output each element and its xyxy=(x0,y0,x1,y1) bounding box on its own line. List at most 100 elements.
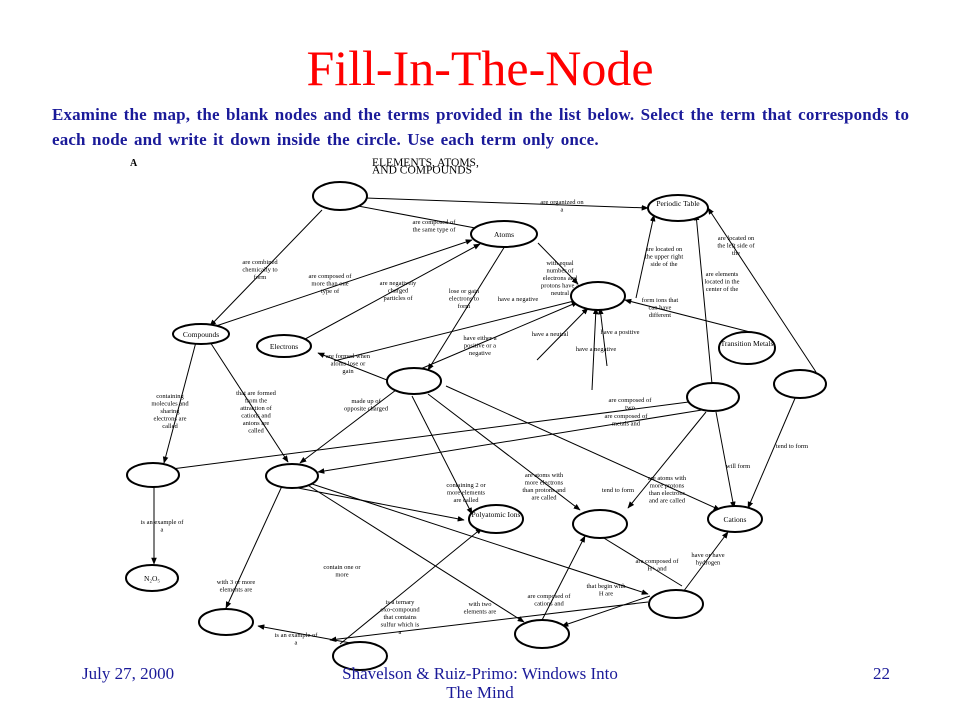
edge xyxy=(427,245,506,371)
link-label-line: are composed of xyxy=(413,219,457,226)
blank-node-bottom-mid[interactable] xyxy=(514,619,570,649)
edge xyxy=(329,601,649,643)
link-label-line: form ions that xyxy=(642,297,679,304)
link-label-line: called xyxy=(248,428,264,435)
edge xyxy=(693,213,713,385)
node-polyatomic-ions xyxy=(468,504,524,534)
link-label-line: more xyxy=(335,572,348,579)
link-label-line: charged xyxy=(388,288,409,295)
link-label-line: number of xyxy=(547,268,575,275)
edge xyxy=(593,531,683,587)
blank-node-bottom-right[interactable] xyxy=(648,589,704,619)
link-label-line: particles of xyxy=(383,295,413,302)
edge xyxy=(417,301,579,371)
link-label-line: called xyxy=(162,423,178,430)
edge xyxy=(299,389,397,464)
link-label-line: are composed of xyxy=(528,593,572,600)
link-label-line: opposite charged xyxy=(344,406,389,413)
link-label-line: form xyxy=(254,274,267,281)
node-label-compounds: Compounds xyxy=(183,330,219,339)
edge xyxy=(317,409,703,474)
edge xyxy=(597,307,608,367)
map-heading: ELEMENTS, ATOMS,AND COMPOUNDS xyxy=(372,157,479,177)
link-label-line: can have xyxy=(649,305,672,312)
edge xyxy=(365,197,649,211)
node-compounds xyxy=(172,323,230,345)
link-label-line: hydrogen xyxy=(696,560,721,567)
link-label-line: with 3 or more xyxy=(217,579,256,586)
link-label: have a negative xyxy=(576,346,617,353)
edge xyxy=(627,411,707,509)
link-label-line: is a ternary xyxy=(386,599,416,606)
link-label-line: the upper right xyxy=(645,254,683,261)
edge xyxy=(536,307,589,361)
link-label-line: molecules and xyxy=(151,401,189,408)
link-label-line: the xyxy=(732,250,740,257)
link-label-line: than protons and xyxy=(522,487,566,494)
link-label-line: a xyxy=(295,640,298,647)
link-label-line: side of the xyxy=(650,261,677,268)
link-label-line: ELEMENTS, ATOMS, xyxy=(372,157,479,169)
edge xyxy=(707,207,817,373)
blank-node-right-mid[interactable] xyxy=(686,382,740,412)
blank-node-bottom-center[interactable] xyxy=(332,641,388,671)
blank-node-top[interactable] xyxy=(312,181,368,211)
node-transition-metals xyxy=(718,331,776,365)
node-atoms xyxy=(470,220,538,248)
node-label-cations: Cations xyxy=(724,515,747,524)
link-label-line: contain one or xyxy=(323,564,361,571)
link-label-line: are composed of xyxy=(605,413,649,420)
blank-node-bottom-left[interactable] xyxy=(198,608,254,636)
link-label-line: are negatively xyxy=(380,280,417,287)
link-label-line: containing 2 or xyxy=(446,482,486,489)
link-label: tend to form xyxy=(602,487,634,494)
edge xyxy=(747,395,797,509)
blank-node-anions[interactable] xyxy=(572,509,628,539)
link-label-line: more elements xyxy=(447,490,486,497)
blank-node-center-left[interactable] xyxy=(265,463,319,489)
link-label-line: more electrons xyxy=(525,480,564,487)
edge xyxy=(715,411,736,509)
footer-page-number: 22 xyxy=(873,664,890,683)
edge xyxy=(295,243,481,345)
blank-node-far-right[interactable] xyxy=(773,369,827,399)
edge xyxy=(339,527,483,645)
link-label-line: a xyxy=(161,527,164,534)
blank-node-charge[interactable] xyxy=(570,281,626,311)
link-label-line: cations and xyxy=(534,601,564,608)
node-label-electrons: Electrons xyxy=(270,342,298,351)
edge xyxy=(333,298,579,362)
link-label-line: atoms lose or xyxy=(331,361,366,368)
link-label-line: are called xyxy=(531,495,557,502)
link-label-line: gain xyxy=(342,368,354,375)
link-label-line: sharing xyxy=(160,408,180,415)
edge xyxy=(163,399,705,472)
link-label-line: oxo-compound xyxy=(380,607,420,614)
edge xyxy=(225,485,283,609)
link-label-line: located in the xyxy=(704,279,739,286)
link-label-line: that begin with xyxy=(587,583,627,590)
link-label-line: form xyxy=(458,303,471,310)
blank-node-left[interactable] xyxy=(126,462,180,488)
node-label-periodic-table: Periodic Table xyxy=(656,199,700,208)
blank-node-ions[interactable] xyxy=(386,367,442,395)
link-label-line: that are formed xyxy=(236,390,276,397)
link-label-line: neutral xyxy=(551,290,569,297)
link-label-line: sulfur which is xyxy=(381,622,420,629)
node-label-atoms: Atoms xyxy=(494,230,514,239)
link-label-line: are combined xyxy=(242,259,278,266)
link-label-line: from the xyxy=(245,398,267,405)
link-label-line: electrons and xyxy=(543,275,578,282)
